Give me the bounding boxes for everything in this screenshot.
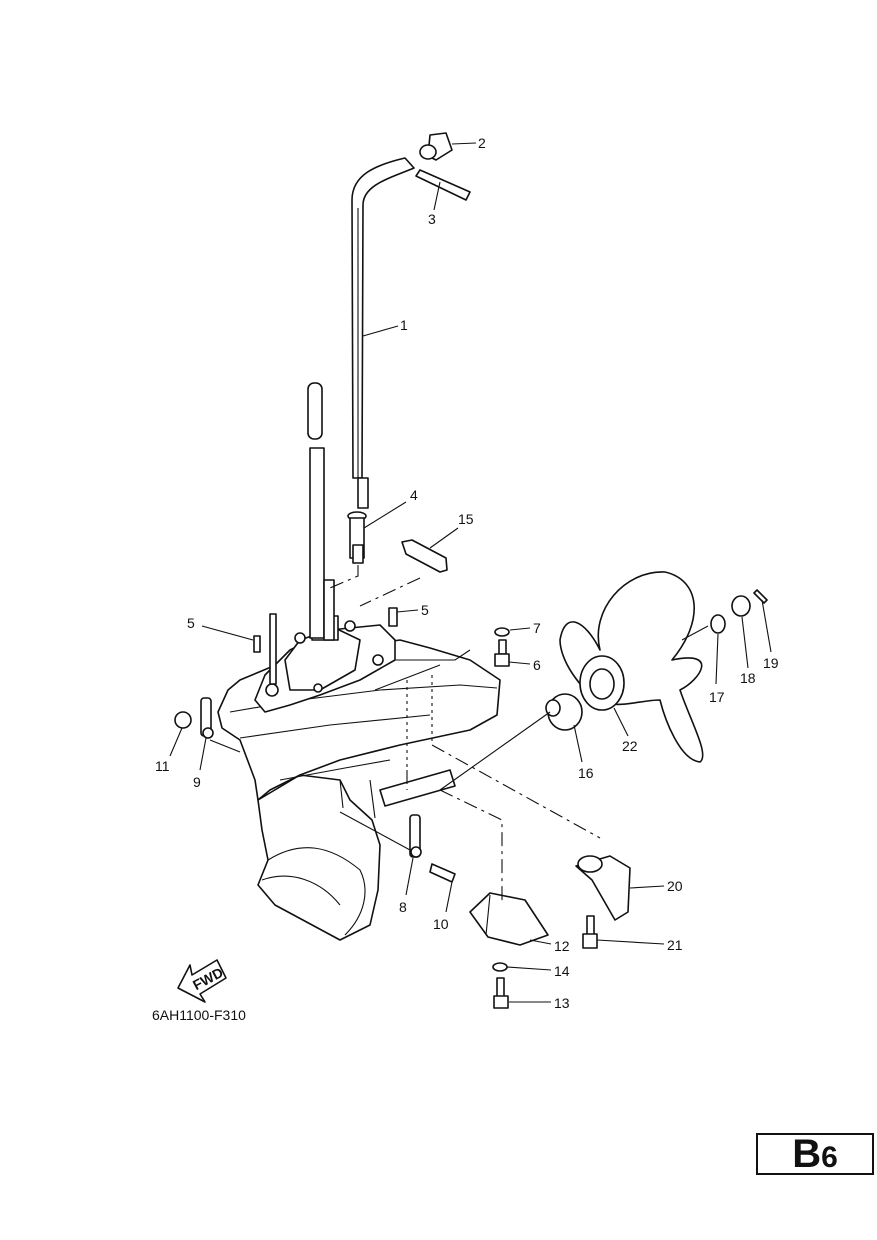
callout-18: 18: [740, 670, 756, 686]
callout-13: 13: [554, 995, 570, 1011]
page-number: 6: [821, 1141, 838, 1174]
trim-tab-20: [575, 855, 631, 921]
dowel-pin-right: [388, 607, 398, 627]
plastic-tie: [415, 169, 471, 201]
fwd-arrow-icon: FWD: [177, 959, 227, 1003]
callout-7: 7: [533, 620, 541, 636]
nut-18: [731, 595, 751, 617]
nut-11: [174, 711, 192, 729]
bolt-13: [493, 977, 509, 1009]
callout-17: 17: [709, 689, 725, 705]
assembly-lines: [209, 565, 709, 905]
drive-shaft: [307, 382, 335, 641]
bolt-21: [582, 915, 598, 949]
propeller-22: [559, 571, 704, 763]
callout-20: 20: [667, 878, 683, 894]
callout-10: 10: [433, 916, 449, 932]
propeller-shaft: [379, 769, 456, 807]
callouts: 2 3 1 4 15 5 5 7 6 11 9 8 10 12 14 13 16: [155, 135, 779, 1011]
trim-tab-12: [469, 892, 549, 946]
tube-joint: [347, 477, 369, 564]
callout-4: 4: [410, 487, 418, 503]
callout-12: 12: [554, 938, 570, 954]
callout-16: 16: [578, 765, 594, 781]
figure-code: 6AH1100-F310: [152, 1007, 246, 1023]
callout-11: 11: [155, 758, 170, 774]
callout-2: 2: [478, 135, 486, 151]
washer-17: [710, 614, 726, 634]
spacer-16: [545, 693, 583, 731]
callout-3: 3: [428, 211, 436, 227]
page-reference-box: B 6: [756, 1133, 874, 1175]
callout-6: 6: [533, 657, 541, 673]
anode-9: [200, 697, 214, 739]
cover-plate: [401, 539, 448, 573]
callout-8: 8: [399, 899, 407, 915]
callout-1: 1: [400, 317, 408, 333]
callout-15: 15: [458, 511, 474, 527]
cotter-pin-19: [753, 589, 768, 604]
callout-19: 19: [763, 655, 779, 671]
callout-9: 9: [193, 774, 201, 790]
callout-21: 21: [667, 937, 683, 953]
screw-10: [429, 863, 456, 883]
callout-14: 14: [554, 963, 570, 979]
page-letter: B: [792, 1132, 822, 1176]
stud-bolts: [253, 613, 277, 685]
callout-22: 22: [622, 738, 638, 754]
callout-5-right: 5: [421, 602, 429, 618]
washer-14: [492, 962, 508, 972]
grommet: [419, 132, 453, 161]
anode-8: [409, 814, 422, 858]
callout-5-left: 5: [187, 615, 195, 631]
washer-7: [494, 627, 510, 637]
bolt-6: [494, 639, 510, 667]
